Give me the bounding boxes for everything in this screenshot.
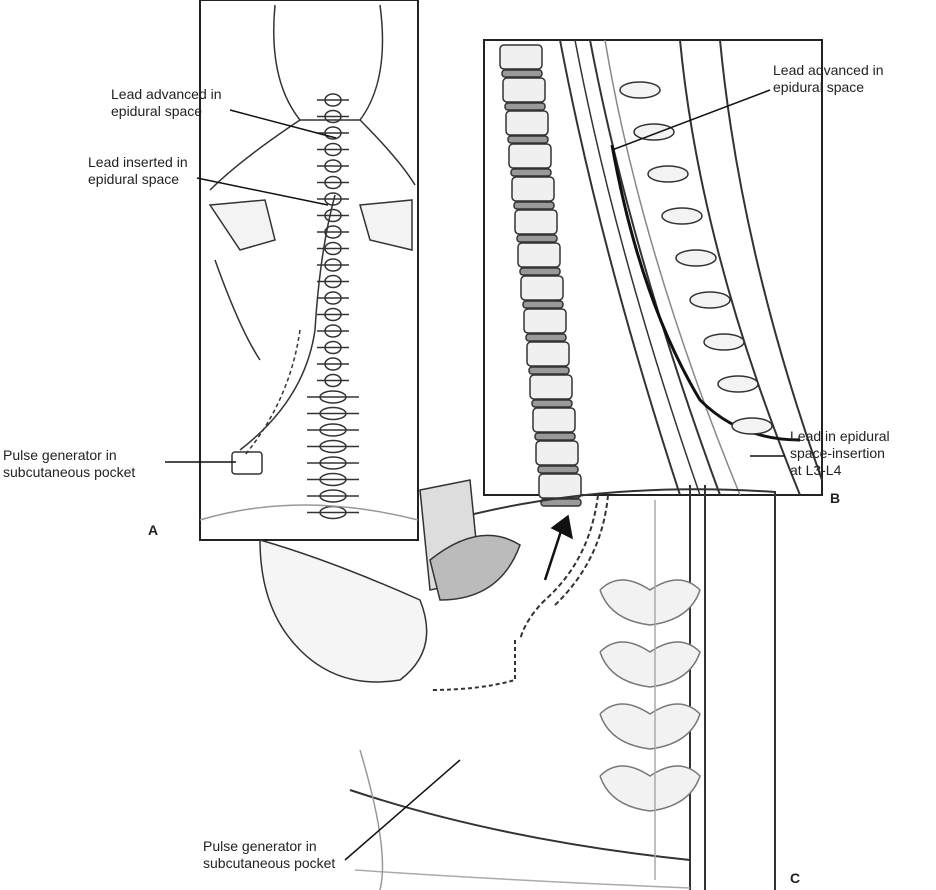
vertebral-body [514,209,558,235]
spinous-process [647,165,689,183]
panel-a-back-illustration [199,0,419,541]
vertebral-body [517,242,561,268]
label-line: Lead in epidural [790,428,890,444]
disc [513,201,555,210]
vertebral-body [523,308,567,334]
vertebral-body [508,143,552,169]
spinous-process [633,123,675,141]
spinous-processes-b [619,81,773,435]
disc [528,366,570,375]
lumbar-vertebra [599,641,701,688]
disc [519,267,561,276]
label-line: epidural space [111,103,203,119]
vertebral-body [511,176,555,202]
vertebral-body [535,440,579,466]
label-line: Lead advanced in [111,86,222,102]
disc [516,234,558,243]
vertebral-body [499,44,543,70]
label-b-lead-insertion: Lead in epidural space-insertion at L3-L… [790,428,890,479]
lumbar-vertebra [599,765,701,812]
panel-c-surgical-illustration [259,479,776,890]
vertebral-body [526,341,570,367]
spinous-process [731,417,773,435]
label-line: Lead inserted in [88,154,188,170]
label-c-pulse-generator: Pulse generator in subcutaneous pocket [203,838,335,872]
disc [534,432,576,441]
label-a-lead-advanced: Lead advanced in epidural space [111,86,222,120]
vertebral-body [520,275,564,301]
label-line: Pulse generator in [203,838,317,854]
label-line: Pulse generator in [3,447,117,463]
spine-a [307,93,359,520]
leader-lines [165,89,785,861]
disc [531,399,573,408]
disc [504,102,546,111]
disc [510,168,552,177]
disc [525,333,567,342]
panel-letter-c: C [790,870,801,886]
vertebral-body [529,374,573,400]
vertebral-body [502,77,546,103]
label-line: subcutaneous pocket [3,464,136,480]
panel-b-sagittal-illustration [483,39,823,507]
label-line: epidural space [88,171,180,187]
spinous-process [689,291,731,309]
disc [537,465,579,474]
disc [501,69,543,78]
label-line: epidural space [773,79,865,95]
disc [522,300,564,309]
panel-letter-a: A [148,522,159,538]
direction-arrow [550,514,574,540]
spinous-process [703,333,745,351]
label-line: at L3-L4 [790,462,842,478]
vertebral-body [505,110,549,136]
label-a-lead-inserted: Lead inserted in epidural space [88,154,188,188]
spinous-process [661,207,703,225]
label-b-lead-advanced: Lead advanced in epidural space [773,62,884,96]
spinous-process [717,375,759,393]
panel-letter-b: B [830,490,841,506]
vertebral-body [538,473,582,499]
lumbar-spine-c [599,500,701,880]
vertebrae-b [499,44,582,507]
label-line: Lead advanced in [773,62,884,78]
disc [540,498,582,507]
spinous-process [675,249,717,267]
lumbar-vertebra [599,703,701,750]
spinous-process [619,81,661,99]
vertebral-body [532,407,576,433]
label-line: subcutaneous pocket [203,855,336,871]
label-line: space-insertion [790,445,885,461]
label-a-pulse-generator: Pulse generator in subcutaneous pocket [3,447,135,481]
lumbar-vertebra [599,579,701,626]
disc [507,135,549,144]
